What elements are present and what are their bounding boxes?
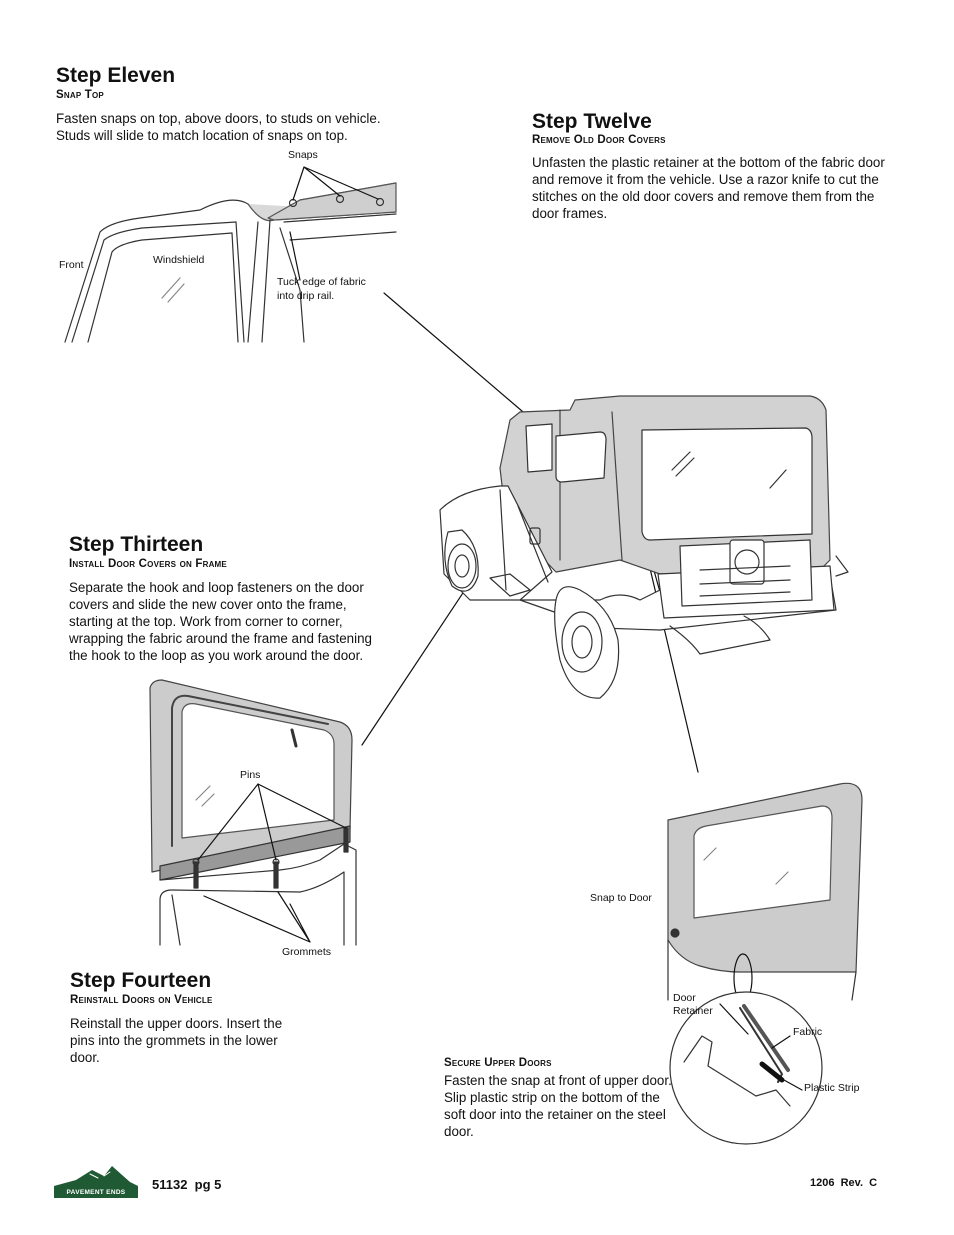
secure-upper-doors-text: Fasten the snap at front of upper door. … bbox=[444, 1073, 672, 1139]
label-windshield: Windshield bbox=[153, 254, 205, 266]
label-drip-rail: into drip rail. bbox=[277, 290, 335, 302]
step-fourteen-text: Reinstall the upper doors. Insert the pi… bbox=[70, 1016, 283, 1065]
step-twelve-title: Step Twelve bbox=[532, 110, 652, 133]
label-plastic-strip: Plastic Strip bbox=[804, 1082, 860, 1094]
revision-label: 1206 Rev. C bbox=[810, 1177, 878, 1189]
step-fourteen-title: Step Fourteen bbox=[70, 969, 212, 992]
label-snap-to-door: Snap to Door bbox=[590, 892, 652, 904]
label-snaps: Snaps bbox=[288, 149, 318, 161]
pavement-ends-logo bbox=[54, 1166, 138, 1198]
upper-door-illustration bbox=[667, 782, 863, 1145]
secure-upper-doors-subtitle: Secure Upper Doors bbox=[444, 1057, 552, 1069]
step-twelve-subtitle: Remove Old Door Covers bbox=[532, 134, 666, 146]
logo-text: PAVEMENT ENDS bbox=[66, 1189, 126, 1196]
label-door: Door bbox=[673, 992, 696, 1004]
door-cover-illustration bbox=[149, 679, 357, 946]
step-fourteen-subtitle: Reinstall Doors on Vehicle bbox=[70, 994, 213, 1006]
label-grommets: Grommets bbox=[282, 946, 332, 958]
step-twelve-text: Unfasten the plastic retainer at the bot… bbox=[532, 155, 885, 221]
leader-line-step11 bbox=[383, 292, 537, 424]
label-fabric: Fabric bbox=[793, 1026, 823, 1038]
label-tuck-edge: Tuck edge of fabric bbox=[277, 276, 366, 288]
page-number: 51132 pg 5 bbox=[152, 1177, 222, 1192]
snap-top-illustration bbox=[64, 166, 397, 343]
label-front: Front bbox=[59, 259, 84, 271]
step-eleven-title: Step Eleven bbox=[56, 64, 176, 87]
label-retainer: Retainer bbox=[673, 1005, 713, 1017]
jeep-illustration bbox=[439, 395, 849, 699]
step-eleven-text: Fasten snaps on top, above doors, to stu… bbox=[56, 111, 381, 143]
step-eleven-subtitle: Snap Top bbox=[56, 89, 104, 101]
label-pins: Pins bbox=[240, 769, 261, 781]
step-thirteen-subtitle: Install Door Covers on Frame bbox=[69, 558, 227, 570]
step-thirteen-text: Separate the hook and loop fasteners on … bbox=[69, 580, 372, 663]
step-thirteen-title: Step Thirteen bbox=[69, 533, 204, 556]
